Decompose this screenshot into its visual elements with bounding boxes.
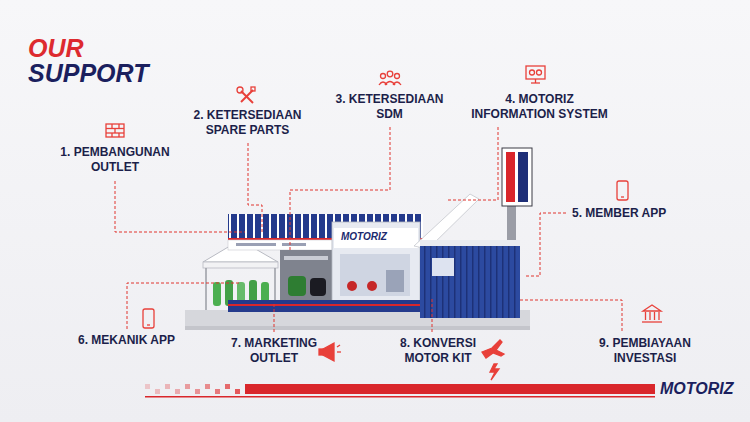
phone-icon xyxy=(617,181,628,200)
phone-icon xyxy=(143,309,154,328)
leader-line xyxy=(520,300,622,331)
footer-stripe xyxy=(145,384,655,398)
callout-label: 7. MARKETING OUTLET xyxy=(224,336,324,366)
callout-label: 5. MEMBER APP xyxy=(572,206,666,221)
callout-label: 8. KONVERSI MOTOR KIT xyxy=(388,336,488,366)
facade-sign-text: MOTORIZ xyxy=(338,230,390,244)
people-icon xyxy=(379,71,401,85)
page-title: OUR SUPPORT xyxy=(28,36,148,86)
label-slot: 5. MEMBER APP xyxy=(572,206,666,221)
bank-icon xyxy=(642,305,662,322)
label-slot: 4. MOTORIZ INFORMATION SYSTEM xyxy=(466,92,613,122)
motor-kit-icon xyxy=(482,340,504,380)
icons xyxy=(106,66,662,380)
label-slot: 8. KONVERSI MOTOR KIT xyxy=(388,336,488,366)
label-slot: 6. MEKANIK APP xyxy=(78,333,175,348)
callout-label: 6. MEKANIK APP xyxy=(78,333,175,348)
label-slot: MOTORIZ xyxy=(338,230,390,244)
outlet-building xyxy=(185,148,532,330)
callout-label: 9. PEMBIAYAAN INVESTASI xyxy=(585,336,705,366)
label-slot: MOTORIZ xyxy=(660,380,733,398)
leader-line xyxy=(432,297,433,332)
tools-icon xyxy=(237,87,255,103)
callout-label: 4. MOTORIZ INFORMATION SYSTEM xyxy=(466,92,613,122)
leader-line xyxy=(448,127,498,200)
leader-line xyxy=(290,127,390,250)
label-slot: 1. PEMBANGUNAN OUTLET xyxy=(50,145,180,175)
callout-label: 3. KETERSEDIAAN SDM xyxy=(327,92,452,122)
callout-label: 2. KETERSEDIAAN SPARE PARTS xyxy=(180,108,315,138)
label-slot: 2. KETERSEDIAAN SPARE PARTS xyxy=(180,108,315,138)
leader-line xyxy=(248,143,262,232)
title-slot: OUR SUPPORT xyxy=(28,36,148,86)
monitor-icon xyxy=(526,66,545,83)
callout-label: 1. PEMBANGUNAN OUTLET xyxy=(50,145,180,175)
brick-icon xyxy=(106,124,124,137)
label-slot: 3. KETERSEDIAAN SDM xyxy=(327,92,452,122)
leader-lines xyxy=(115,127,622,332)
leader-line xyxy=(525,213,566,276)
megaphone-icon xyxy=(319,343,341,361)
leader-line xyxy=(274,302,275,332)
leader-line xyxy=(115,181,245,232)
label-slot: 7. MARKETING OUTLET xyxy=(224,336,324,366)
leader-line xyxy=(127,283,240,329)
brand-logo: MOTORIZ xyxy=(660,380,733,398)
label-slot: 9. PEMBIAYAAN INVESTASI xyxy=(585,336,705,366)
